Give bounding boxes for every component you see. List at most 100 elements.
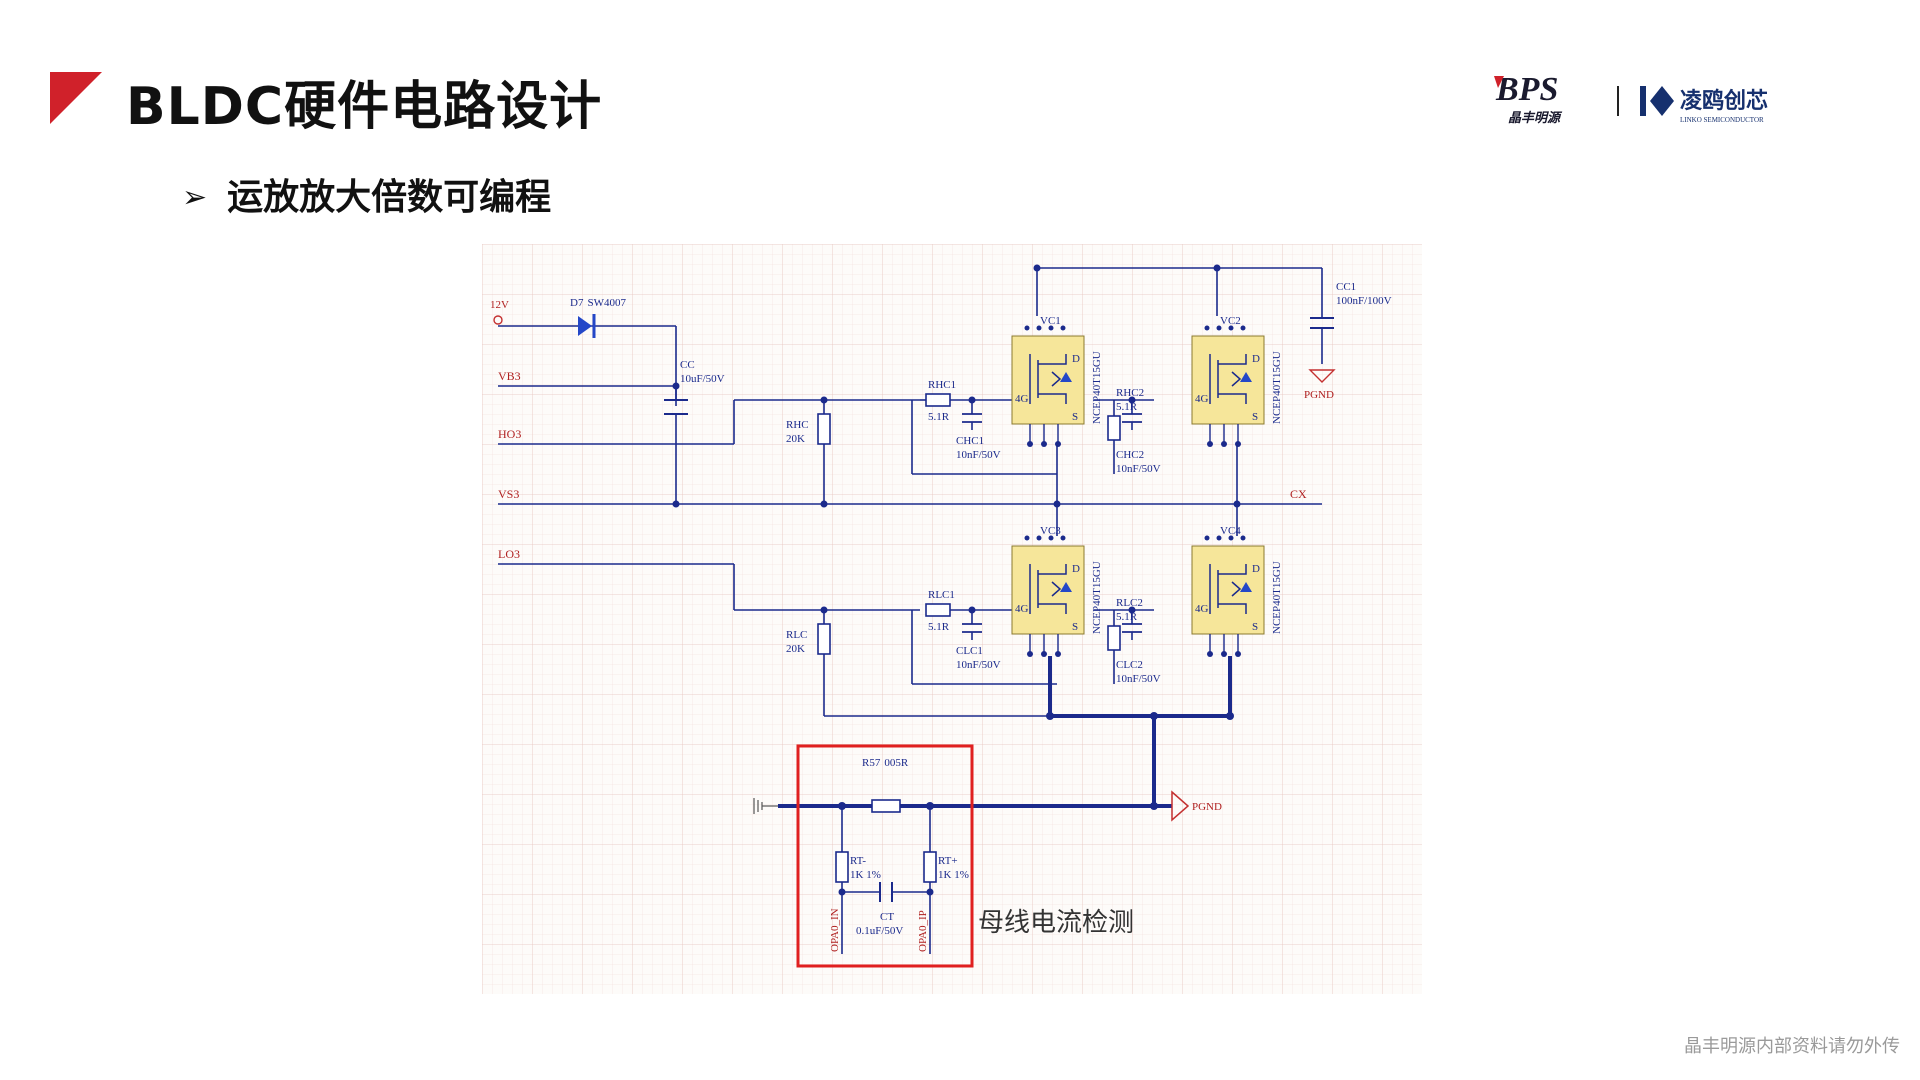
capacitor-cc1 [1310,317,1334,329]
vc4-part: NCEP40T15GU [1271,561,1283,634]
bullet-text: 运放放大倍数可编程 [227,177,552,218]
vc1-part: NCEP40T15GU [1091,351,1103,424]
vc4-drain-pin: D [1252,563,1260,575]
vc2-source-pin: S [1252,411,1258,423]
resistor-rt-minus [835,851,849,883]
ct-value: 0.1uF/50V [856,925,903,937]
net-vb3: VB3 [498,369,521,383]
vc4-source-pin: S [1252,621,1258,633]
mosfet-vc1 [1011,325,1085,447]
rhc1-value: 5.1R [928,411,950,423]
earth-ground-icon [753,798,778,814]
rlc-ref: RLC [786,629,807,641]
12v-source-icon [493,315,503,325]
pgnd-icon-top [1308,369,1336,383]
resistor-rt-plus [923,851,937,883]
vc4-ref: VC4 [1220,525,1241,537]
rhc-ref: RHC [786,419,809,431]
cc-ref: CC [680,359,695,371]
bus-current-annotation: 母线电流检测 [978,908,1135,938]
net-opa0-in: OPA0_IN [829,908,841,952]
vc2-gate-pin: 4G [1195,393,1209,405]
cc1-value: 100nF/100V [1336,295,1392,307]
bps-logo-mark [1494,76,1504,88]
vc2-part: NCEP40T15GU [1271,351,1283,424]
current-sense-circuit [753,790,1190,954]
schematic-grid [482,244,1422,994]
net-cx: CX [1290,487,1307,501]
chc2-ref: CHC2 [1116,449,1144,461]
highlight-box [796,744,974,968]
vc3-source-pin: S [1072,621,1078,633]
net-pgnd-top: PGND [1304,389,1334,401]
ct-ref: CT [880,911,894,923]
mosfet-vc3 [1011,535,1085,657]
rlc2-ref: RLC2 [1116,597,1143,609]
pgnd-icon-bottom [1171,790,1190,822]
vc3-ref: VC3 [1040,525,1061,537]
rt-plus-ref: RT+ [938,855,958,867]
rlc-value: 20K [786,643,805,655]
rhc1-ref: RHC1 [928,379,956,391]
rt-minus-value: 1K 1% [850,869,881,881]
resistor-rhc [817,413,831,445]
diode-d7 [578,314,596,338]
vc3-drain-pin: D [1072,563,1080,575]
net-opa0-ip: OPA0_IP [917,910,929,952]
vc1-source-pin: S [1072,411,1078,423]
junction-dots [672,264,1241,896]
rlc2-value: 5.1R [1116,611,1138,623]
resistor-rlc1 [925,603,951,617]
lk-logo-text: 凌鸥创芯 [1680,88,1768,113]
clc1-ref: CLC1 [956,645,983,657]
chc1-value: 10nF/50V [956,449,1001,461]
net-pgnd-bottom: PGND [1192,801,1222,813]
mosfet-vc2 [1191,325,1265,447]
cc-value: 10uF/50V [680,373,725,385]
net-vs3: VS3 [498,487,519,501]
cc1-ref: CC1 [1336,281,1356,293]
resistor-rlc2 [1107,625,1121,651]
chc1-ref: CHC1 [956,435,984,447]
resistor-rhc1 [925,393,951,407]
vc2-drain-pin: D [1252,353,1260,365]
red-flag-icon [50,72,102,124]
clc2-ref: CLC2 [1116,659,1143,671]
rt-plus-value: 1K 1% [938,869,969,881]
vc3-part: NCEP40T15GU [1091,561,1103,634]
net-ho3: HO3 [498,427,521,441]
net-12v: 12V [490,299,509,311]
schematic-wires [498,267,1323,717]
chc2-value: 10nF/50V [1116,463,1161,475]
bps-logo-subtext: 晶丰明源 [1508,110,1563,125]
vc3-gate-pin: 4G [1015,603,1029,615]
clc1-value: 10nF/50V [956,659,1001,671]
rhc-value: 20K [786,433,805,445]
vc1-gate-pin: 4G [1015,393,1029,405]
vc4-gate-pin: 4G [1195,603,1209,615]
rhc2-value: 5.1R [1116,401,1138,413]
lk-logo-subtext: LINKO SEMICONDUCTOR [1680,116,1764,124]
vc1-ref: VC1 [1040,315,1061,327]
bps-logo-text: BPS [1495,71,1558,108]
bullet-item: ➢ 运放放大倍数可编程 [182,168,551,220]
page-title: BLDC硬件电路设计 [126,77,603,137]
rlc1-value: 5.1R [928,621,950,633]
rlc1-ref: RLC1 [928,589,955,601]
mosfet-vc4 [1191,535,1265,657]
vc1-drain-pin: D [1072,353,1080,365]
vc2-ref: VC2 [1220,315,1241,327]
capacitor-cc [664,399,688,415]
company-logos: BPS 晶丰明源 凌鸥创芯 LINKO SEMICONDUCTOR [1494,71,1768,125]
lk-logo-diamond [1650,86,1674,116]
clc2-value: 10nF/50V [1116,673,1161,685]
resistor-rhc2 [1107,415,1121,441]
confidential-footer: 晶丰明源内部资料请勿外传 [1684,1036,1900,1057]
net-lo3: LO3 [498,547,520,561]
arrow-bullet-icon: ➢ [182,180,208,215]
resistor-r57 [871,799,901,813]
gate-capacitors [962,413,1142,633]
